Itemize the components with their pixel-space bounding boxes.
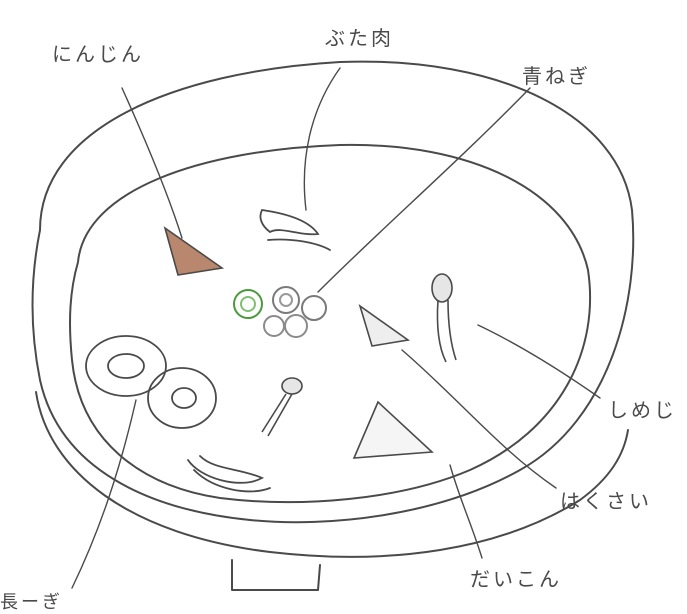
- label-hakusai: はくさい: [560, 485, 652, 514]
- pork-slice-1: [260, 210, 318, 234]
- pork-slice-3: [188, 456, 262, 483]
- leader-hakusai: [402, 350, 556, 488]
- small-mushroom: [262, 378, 302, 436]
- carrot-piece: [165, 228, 222, 275]
- hakusai-piece: [360, 306, 408, 346]
- bowl-inner-rim: [70, 145, 590, 502]
- label-daikon: だいこん: [470, 563, 562, 592]
- label-carrot: にんじん: [52, 38, 144, 67]
- label-green-onion: 青ねぎ: [522, 60, 591, 89]
- green-onion-ring-1: [234, 290, 262, 318]
- pork-slice-4: [194, 470, 270, 491]
- pork-slice-2: [268, 239, 330, 250]
- bowl-foot: [232, 560, 320, 590]
- label-satoimo: 長ーぎ: [0, 588, 63, 614]
- label-pork: ぶた肉: [325, 22, 394, 51]
- satoimo-rings: [86, 336, 216, 428]
- daikon-piece: [354, 402, 432, 458]
- green-onion-ring-3: [302, 296, 326, 320]
- satoimo-ring-1: [86, 336, 166, 396]
- green-onion-group: [234, 287, 326, 337]
- leader-pork: [304, 68, 340, 210]
- satoimo-ring-2: [148, 368, 216, 428]
- leader-shimeji: [478, 325, 600, 398]
- label-shimeji: しめじ: [608, 394, 677, 423]
- leader-green-onion: [318, 88, 530, 292]
- shimeji-mushroom: [432, 274, 456, 362]
- bowl-body: [36, 392, 628, 557]
- green-onion-ring-2: [273, 287, 299, 313]
